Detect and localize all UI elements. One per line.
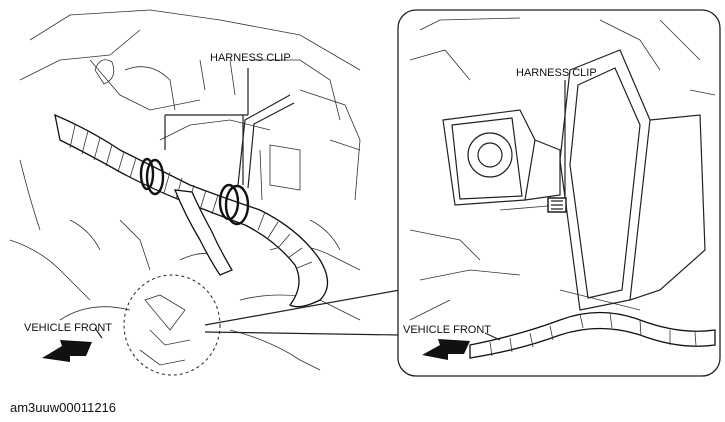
callout-line-bottom bbox=[204, 331, 401, 336]
detail-circle bbox=[123, 274, 221, 376]
figure-caption: am3uuw00011216 bbox=[10, 400, 117, 415]
harness-clip-detail-marker bbox=[547, 197, 567, 213]
vehicle-front-label-detail: VEHICLE FRONT bbox=[403, 324, 491, 336]
harness-clip-label-left: HARNESS CLIP bbox=[210, 52, 291, 64]
callout-line-top bbox=[204, 289, 401, 326]
vehicle-front-label-left: VEHICLE FRONT bbox=[24, 322, 112, 334]
engine-harness-illustration: HARNESS CLIP VEHICLE FRONT HARNESS CLIP … bbox=[9, 9, 721, 377]
harness-clip-label-detail: HARNESS CLIP bbox=[516, 67, 597, 79]
vehicle-front-arrow-right bbox=[422, 339, 470, 360]
bracket bbox=[442, 109, 561, 206]
harness-clip-marker-2 bbox=[218, 183, 250, 226]
engine-bay-overview bbox=[9, 9, 361, 376]
detail-view-panel bbox=[397, 9, 721, 377]
harness-clip-marker-1 bbox=[139, 157, 165, 196]
vehicle-front-arrow-left bbox=[42, 327, 103, 362]
